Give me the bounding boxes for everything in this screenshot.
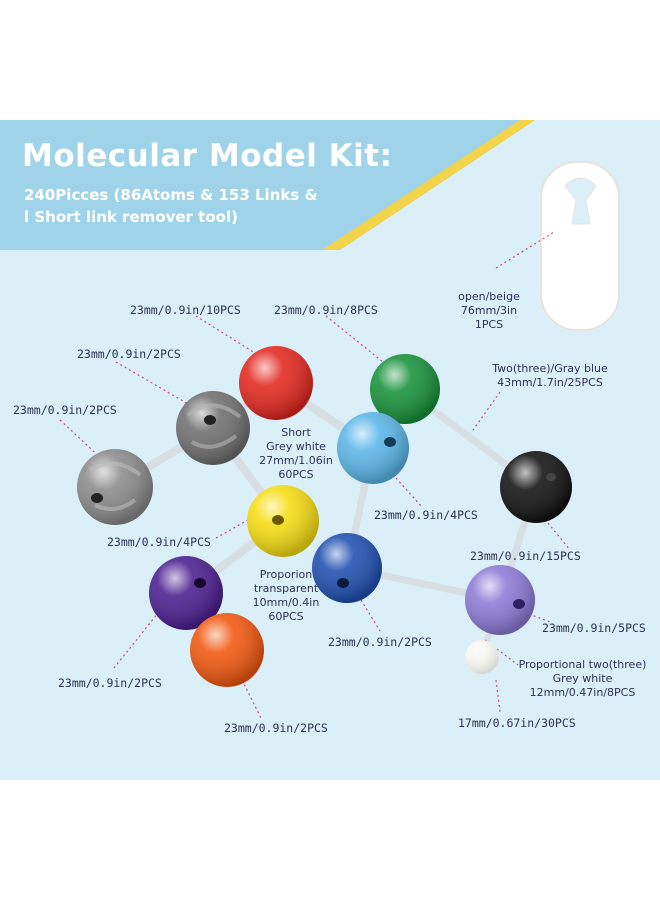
label-gray-blue-link: Two(three)/Gray blue 43mm/1.7in/25PCS <box>470 362 630 390</box>
purple-atom <box>149 556 223 630</box>
label-line: Short <box>281 426 311 439</box>
label-remover-tool: open/beige 76mm/3in 1PCS <box>446 290 532 332</box>
grey-atom-lower <box>77 449 153 525</box>
label-lavender-atom: 23mm/0.9in/5PCS <box>542 621 646 635</box>
black-atom <box>500 451 572 523</box>
label-line: Grey white <box>552 672 613 685</box>
header-banner <box>0 120 535 250</box>
page-subtitle: 240Picces (86Atoms & 153 Links & l Short… <box>24 184 354 228</box>
green-atom <box>370 354 440 424</box>
dark-blue-atom <box>312 533 382 603</box>
label-grey-atom-upper: 23mm/0.9in/2PCS <box>77 347 181 361</box>
label-line: 27mm/1.06in <box>259 454 333 467</box>
label-line: Two(three)/Gray blue <box>492 362 608 375</box>
subtitle-line: 240Picces (86Atoms & 153 Links & <box>24 186 318 204</box>
label-orange-atom: 23mm/0.9in/2PCS <box>224 721 328 735</box>
orange-atom <box>190 613 264 687</box>
label-line: 76mm/3in <box>460 304 518 317</box>
label-yellow-atom: 23mm/0.9in/4PCS <box>107 535 211 549</box>
link-remover-tool <box>540 161 620 331</box>
label-green-atom: 23mm/0.9in/8PCS <box>274 303 378 317</box>
label-line: 60PCS <box>278 468 314 481</box>
label-red-atom: 23mm/0.9in/10PCS <box>130 303 241 317</box>
label-black-atom: 23mm/0.9in/15PCS <box>470 549 581 563</box>
label-line: open/beige <box>458 290 520 303</box>
grey-atom-upper <box>176 391 250 465</box>
label-short-link: Short Grey white 27mm/1.06in 60PCS <box>250 426 342 482</box>
label-line: transparent <box>253 582 319 595</box>
label-light-blue-atom: 23mm/0.9in/4PCS <box>374 508 478 522</box>
lavender-atom <box>465 565 535 635</box>
page-title: Molecular Model Kit: <box>22 138 393 174</box>
white-atom <box>465 640 499 674</box>
label-grey-atom-lower: 23mm/0.9in/2PCS <box>13 403 117 417</box>
label-line: 12mm/0.47in/8PCS <box>529 686 636 699</box>
label-line: 60PCS <box>268 610 304 623</box>
label-line: 1PCS <box>474 318 504 331</box>
label-line: Proporion <box>259 568 313 581</box>
label-line: Proportional two(three) <box>518 658 647 671</box>
label-proportional-link: Proportional two(three) Grey white 12mm/… <box>510 658 655 700</box>
label-dark-blue-atom: 23mm/0.9in/2PCS <box>328 635 432 649</box>
label-white-atom: 17mm/0.67in/30PCS <box>458 716 576 730</box>
yellow-atom <box>247 485 319 557</box>
label-line: 10mm/0.4in <box>252 596 320 609</box>
subtitle-line: l Short link remover tool) <box>24 208 238 226</box>
label-line: 43mm/1.7in/25PCS <box>497 376 603 389</box>
label-purple-atom: 23mm/0.9in/2PCS <box>58 676 162 690</box>
light-blue-atom <box>337 412 409 484</box>
label-transparent-link: Proporion transparent 10mm/0.4in 60PCS <box>238 568 334 624</box>
red-atom <box>239 346 313 420</box>
label-line: Grey white <box>266 440 326 453</box>
